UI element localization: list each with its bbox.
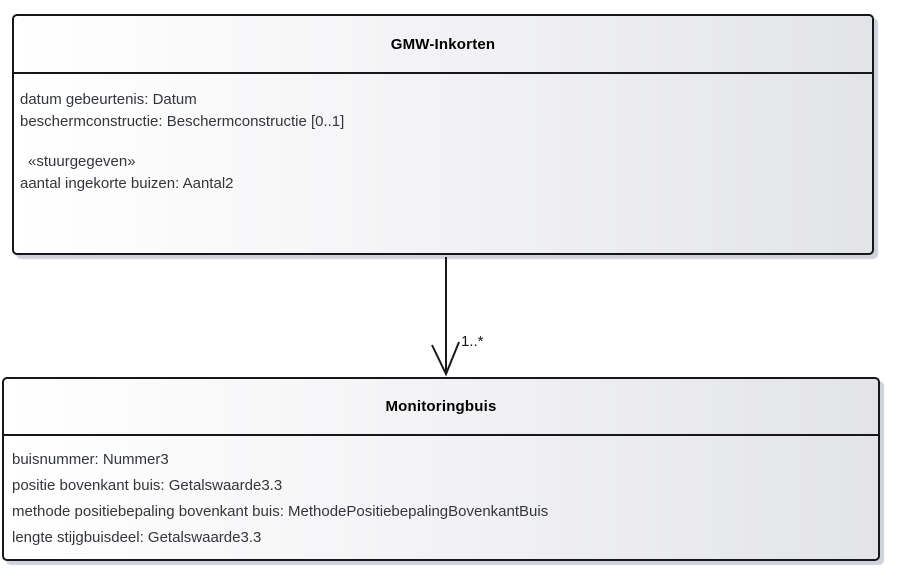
class-box-monitoringbuis[interactable]: Monitoringbuis buisnummer: Nummer3 posit… <box>2 377 880 561</box>
class-attributes-gmw-inkorten: datum gebeurtenis: Datum beschermconstru… <box>14 74 872 195</box>
attribute-beschermconstructie: beschermconstructie: Beschermconstructie… <box>20 113 345 130</box>
attribute-methode-positiebepaling: methode positiebepaling bovenkant buis: … <box>12 503 549 520</box>
attribute-aantal-ingekorte-buizen: aantal ingekorte buizen: Aantal2 <box>20 175 234 192</box>
attribute-spacer <box>20 133 866 151</box>
attribute-buisnummer: buisnummer: Nummer3 <box>12 451 169 468</box>
attribute-positie-bovenkant-buis: positie bovenkant buis: Getalswaarde3.3 <box>12 477 283 494</box>
attribute-datum-gebeurtenis: datum gebeurtenis: Datum <box>20 91 197 108</box>
multiplicity-label: 1..* <box>461 333 484 350</box>
arrowhead-open-icon <box>431 341 460 377</box>
stereotype-stuurgegeven: «stuurgegeven» <box>28 153 136 170</box>
attribute-lengte-stijgbuisdeel: lengte stijgbuisdeel: Getalswaarde3.3 <box>12 529 262 546</box>
class-header-gmw-inkorten: GMW-Inkorten <box>14 16 872 74</box>
class-title-monitoringbuis: Monitoringbuis <box>385 398 497 415</box>
class-header-monitoringbuis: Monitoringbuis <box>4 379 878 436</box>
class-box-gmw-inkorten[interactable]: GMW-Inkorten datum gebeurtenis: Datum be… <box>12 14 874 255</box>
class-attributes-monitoringbuis: buisnummer: Nummer3 positie bovenkant bu… <box>4 436 878 551</box>
class-title-gmw-inkorten: GMW-Inkorten <box>390 35 496 53</box>
